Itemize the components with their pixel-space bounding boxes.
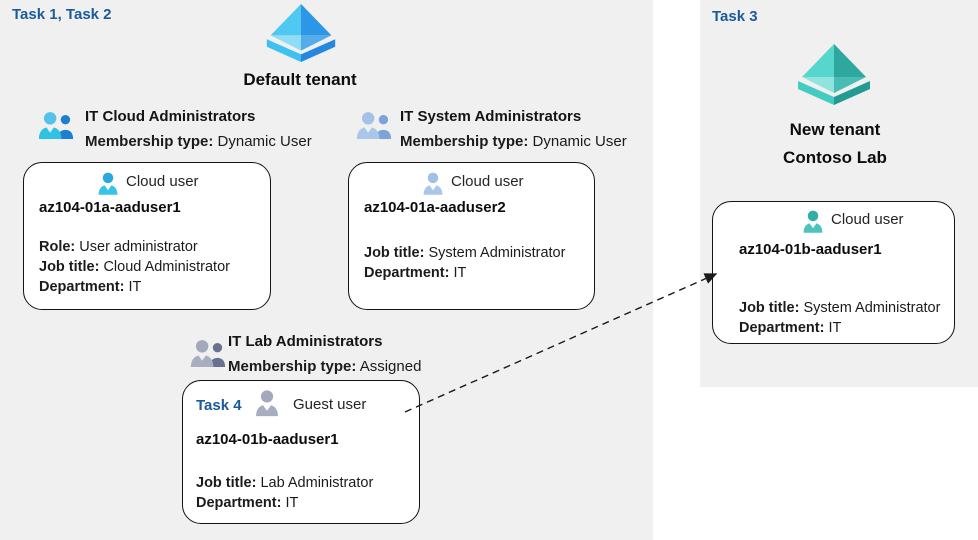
new-tenant-title-line2: Contoso Lab (783, 148, 887, 167)
task-label-3: Task 3 (712, 8, 758, 25)
user-name: az104-01b-aaduser1 (196, 431, 339, 448)
group-lab-admins-membership: Membership type: Assigned (228, 357, 421, 377)
department-line: Department: IT (196, 493, 373, 513)
group-cloud-admins-icon (38, 110, 74, 141)
user-name: az104-01a-aaduser2 (364, 199, 506, 216)
user-type-label: Cloud user (126, 173, 199, 190)
job-title-value: Lab Administrator (260, 475, 374, 491)
membership-type-label: Membership type: (85, 133, 214, 150)
department-label: Department: (196, 495, 282, 511)
job-title-value: Cloud Administrator (103, 259, 230, 275)
user-type-label: Cloud user (451, 173, 524, 190)
cloud-user2-card: Cloud user az104-01a-aaduser2 Job title:… (348, 162, 595, 310)
job-title-value: System Administrator (803, 300, 941, 316)
department-value: IT (285, 495, 299, 511)
user-type-label: Cloud user (831, 211, 904, 228)
group-cloud-admins-title: IT Cloud Administrators (85, 108, 256, 125)
job-title-line: Job title: Lab Administrator (196, 473, 373, 493)
membership-type-value: Assigned (359, 358, 422, 375)
job-title-line: Job title: System Administrator (739, 298, 940, 318)
cloud-user-icon (96, 170, 120, 197)
job-title-label: Job title: (364, 245, 425, 261)
department-line: Department: IT (39, 277, 230, 297)
group-cloud-admins-membership: Membership type: Dynamic User (85, 132, 312, 152)
group-lab-admins-title: IT Lab Administrators (228, 333, 383, 350)
role-label: Role: (39, 239, 76, 255)
department-value: IT (128, 279, 142, 295)
default-tenant-title: Default tenant (243, 70, 357, 89)
department-value: IT (453, 265, 467, 281)
group-system-admins-membership: Membership type: Dynamic User (400, 132, 627, 152)
user-type-label: Guest user (293, 396, 367, 413)
guest-user-icon (253, 388, 281, 418)
user-attributes: Role: User administrator Job title: Clou… (39, 237, 230, 297)
department-line: Department: IT (364, 263, 565, 283)
new-tenant-title-line1: New tenant (789, 120, 881, 139)
job-title-label: Job title: (196, 475, 257, 491)
job-title-line: Job title: Cloud Administrator (39, 257, 230, 277)
membership-type-label: Membership type: (228, 358, 357, 375)
azure-ad-blue-icon (263, 3, 339, 64)
cloud-user-icon (421, 170, 445, 197)
new-tenant-cloud-user-card: Cloud user az104-01b-aaduser1 Job title:… (712, 201, 955, 344)
department-label: Department: (739, 320, 825, 336)
membership-type-value: Dynamic User (217, 133, 312, 150)
department-label: Department: (39, 279, 125, 295)
user-attributes: Job title: Lab Administrator Department:… (196, 473, 373, 513)
task-label-1-2: Task 1, Task 2 (12, 6, 112, 23)
user-name: az104-01b-aaduser1 (739, 241, 882, 258)
job-title-value: System Administrator (428, 245, 566, 261)
group-system-admins-icon (356, 110, 392, 141)
job-title-label: Job title: (739, 300, 800, 316)
user-attributes: Job title: System Administrator Departme… (739, 298, 940, 338)
group-system-admins-title: IT System Administrators (400, 108, 582, 125)
role-value: User administrator (79, 239, 198, 255)
task-label-4: Task 4 (196, 397, 242, 414)
membership-type-label: Membership type: (400, 133, 529, 150)
user-name: az104-01a-aaduser1 (39, 199, 181, 216)
cloud-user1-card: Cloud user az104-01a-aaduser1 Role: User… (23, 162, 271, 310)
cloud-user-icon (801, 208, 825, 235)
department-value: IT (828, 320, 842, 336)
department-label: Department: (364, 265, 450, 281)
azure-ad-teal-icon (794, 43, 874, 107)
membership-type-value: Dynamic User (532, 133, 627, 150)
group-lab-admins-icon (190, 338, 226, 369)
role-line: Role: User administrator (39, 237, 230, 257)
guest-user-card: Task 4 Guest user az104-01b-aaduser1 Job… (182, 380, 420, 524)
user-attributes: Job title: System Administrator Departme… (364, 243, 565, 283)
job-title-label: Job title: (39, 259, 100, 275)
job-title-line: Job title: System Administrator (364, 243, 565, 263)
department-line: Department: IT (739, 318, 940, 338)
